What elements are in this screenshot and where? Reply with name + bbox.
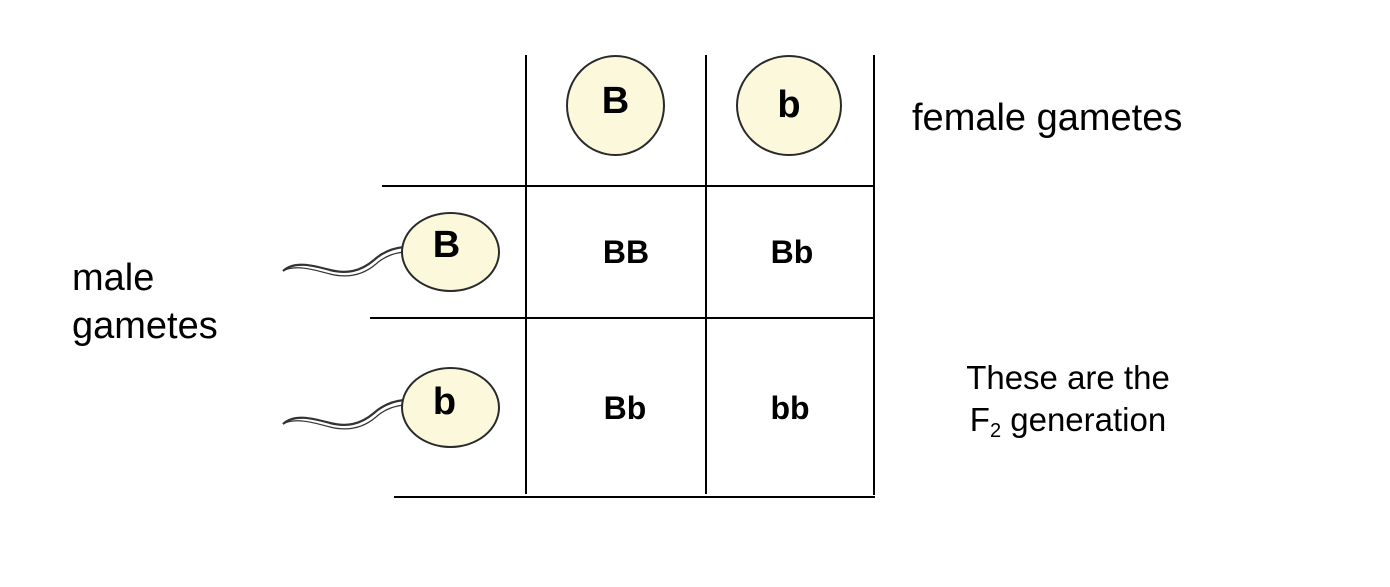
male-gamete-allele: b	[432, 381, 457, 423]
f2-generation-note: These are the F2 generation	[948, 357, 1188, 452]
male-gamete-allele: B	[432, 223, 461, 266]
male-gamete-sperm-b: b	[401, 367, 500, 448]
genotype-cell-bb: bb	[770, 389, 810, 426]
female-gamete-egg-B: B	[566, 55, 665, 156]
female-gamete-allele: b	[777, 84, 801, 126]
sperm-tail-icon	[282, 245, 405, 277]
grid-line-horizontal-middle	[370, 317, 875, 319]
grid-line-vertical-left	[525, 55, 527, 494]
note-subscript: 2	[989, 420, 1002, 442]
female-gamete-allele: B	[601, 80, 630, 122]
sperm-tail-icon	[282, 398, 405, 430]
genotype-cell-BB: BB	[602, 233, 650, 270]
male-gamete-sperm-B: B	[401, 212, 500, 292]
female-gamete-egg-b: b	[736, 55, 842, 156]
grid-line-vertical-right	[873, 55, 875, 495]
genotype-cell-Bb-bottom: Bb	[603, 389, 647, 426]
male-gametes-label-line1: male	[72, 257, 155, 299]
male-gametes-label: male gametes	[72, 254, 218, 350]
grid-line-horizontal-top	[382, 185, 875, 187]
male-gametes-label-line2: gametes	[72, 305, 218, 347]
note-f: F	[969, 401, 990, 438]
note-generation: generation	[1001, 401, 1167, 438]
note-line2: F2 generation	[948, 399, 1188, 452]
genotype-cell-Bb-top: Bb	[770, 233, 814, 270]
female-gametes-label: female gametes	[912, 97, 1183, 139]
note-line1: These are the	[966, 359, 1170, 396]
grid-line-vertical-middle	[705, 55, 707, 494]
grid-line-horizontal-bottom	[394, 496, 875, 498]
